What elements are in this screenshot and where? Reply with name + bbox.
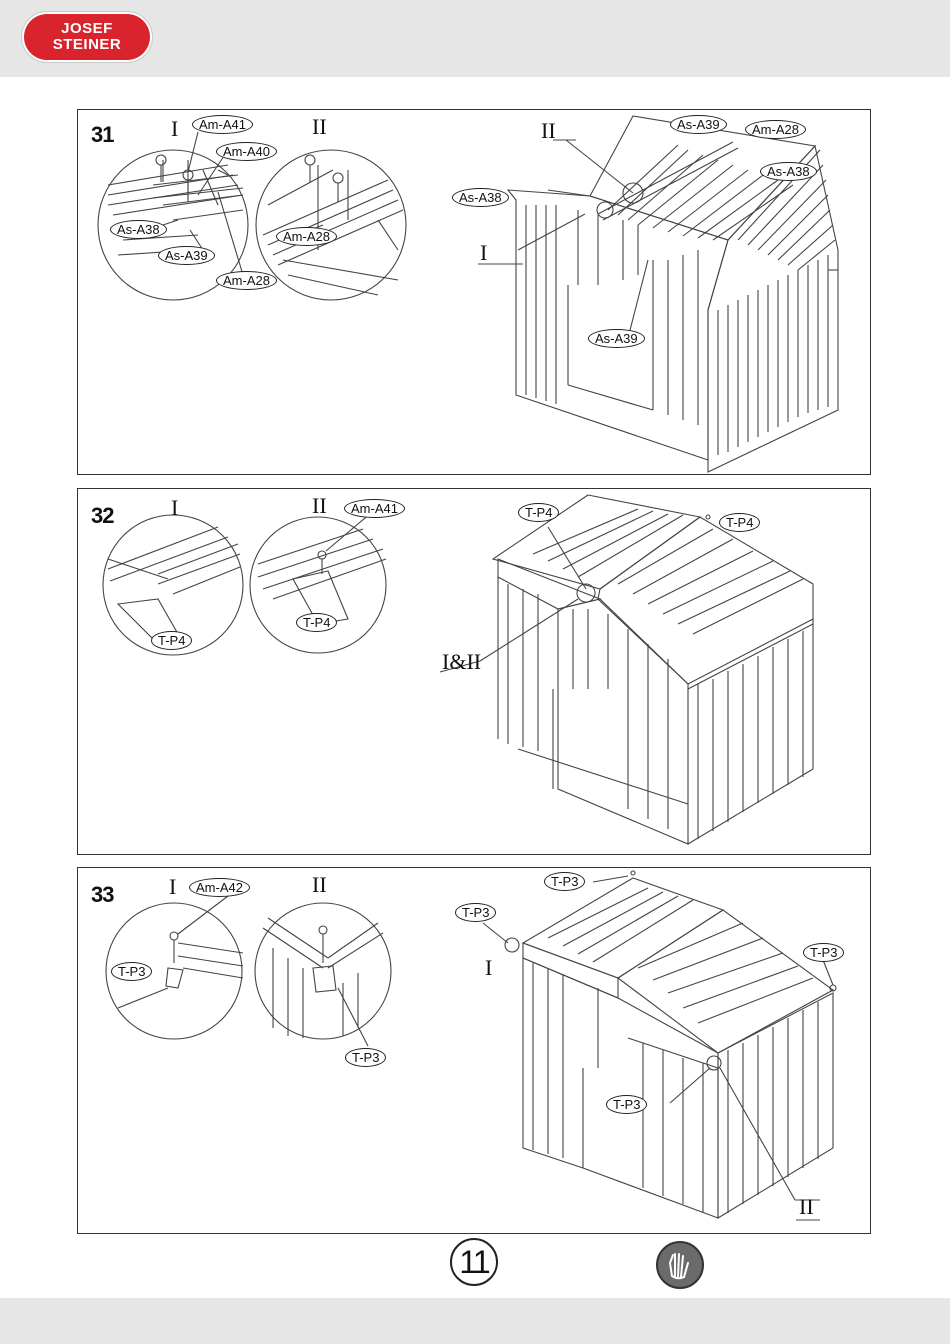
main-label: I	[485, 955, 492, 981]
main-label: I	[480, 240, 487, 266]
part-tag: Am-A40	[216, 142, 277, 161]
part-tag: Am-A41	[192, 115, 253, 134]
detail-label: I	[171, 116, 178, 142]
part-tag: Am-A42	[189, 878, 250, 897]
main-label: II	[541, 118, 556, 144]
step-number: 31	[91, 122, 113, 148]
detail-label: I	[169, 874, 176, 900]
part-tag: Am-A28	[745, 120, 806, 139]
main-label: I&II	[442, 649, 481, 675]
part-tag: As-A38	[110, 220, 167, 239]
gloves-icon	[656, 1241, 704, 1289]
detail-label: II	[312, 493, 327, 519]
part-tag: Am-A28	[216, 271, 277, 290]
detail-label: II	[312, 872, 327, 898]
brand-logo: JOSEF STEINER	[24, 14, 150, 60]
page-number: 11	[450, 1238, 498, 1286]
part-tag: As-A39	[588, 329, 645, 348]
brand-line1: JOSEF	[24, 21, 150, 37]
step-number: 33	[91, 882, 113, 908]
detail-label: I	[171, 495, 178, 521]
main-label: II	[799, 1194, 814, 1220]
brand-line2: STEINER	[24, 37, 150, 53]
footer-band	[0, 1298, 950, 1344]
step-33-panel: 33 I II I II Am-A42 T-P3 T-P3 T-P3 T-P3 …	[77, 867, 871, 1234]
step-31-illustration	[78, 110, 870, 474]
detail-label: II	[312, 114, 327, 140]
step-32-panel: 32 I II I&II Am-A41 T-P4 T-P4 T-P4 T-P4	[77, 488, 871, 855]
part-tag: As-A39	[670, 115, 727, 134]
part-tag: As-A38	[452, 188, 509, 207]
part-tag: As-A38	[760, 162, 817, 181]
part-tag: Am-A41	[344, 499, 405, 518]
part-tag: As-A39	[158, 246, 215, 265]
step-31-panel: 31 I II II I Am-A41 Am-A40 As-A38 As-A39…	[77, 109, 871, 475]
part-tag: Am-A28	[276, 227, 337, 246]
step-33-illustration	[78, 868, 870, 1233]
step-number: 32	[91, 503, 113, 529]
